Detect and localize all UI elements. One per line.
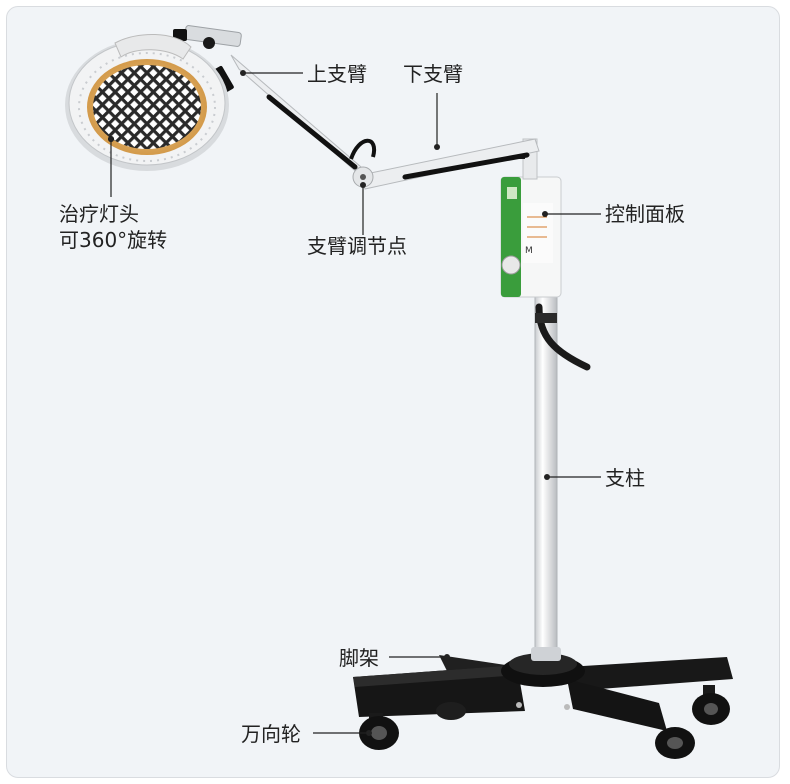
caster-wheel [655,727,695,759]
caster-label: 万向轮 [241,722,301,746]
lamp-head [65,25,242,171]
lower-arm-label: 下支臂 [403,62,463,86]
control-panel: M [500,176,562,298]
caster-wheel [692,685,730,725]
svg-text:M: M [525,246,533,256]
diagram-frame: M [6,6,780,778]
base-stand [353,653,733,731]
leader-lines [108,70,601,736]
lamp-illustration: M [65,25,733,759]
arm-joint-label: 支臂调节点 [307,234,407,258]
lamp-head-label: 治疗灯头 可360°旋转 [59,202,168,252]
caster-wheel [359,713,399,750]
upper-arm-label: 上支臂 [307,62,367,86]
column-label: 支柱 [605,466,645,490]
base-label: 脚架 [339,646,379,670]
column-pole [531,294,591,661]
caster-wheel [436,702,466,720]
control-panel-label: 控制面板 [605,202,685,226]
